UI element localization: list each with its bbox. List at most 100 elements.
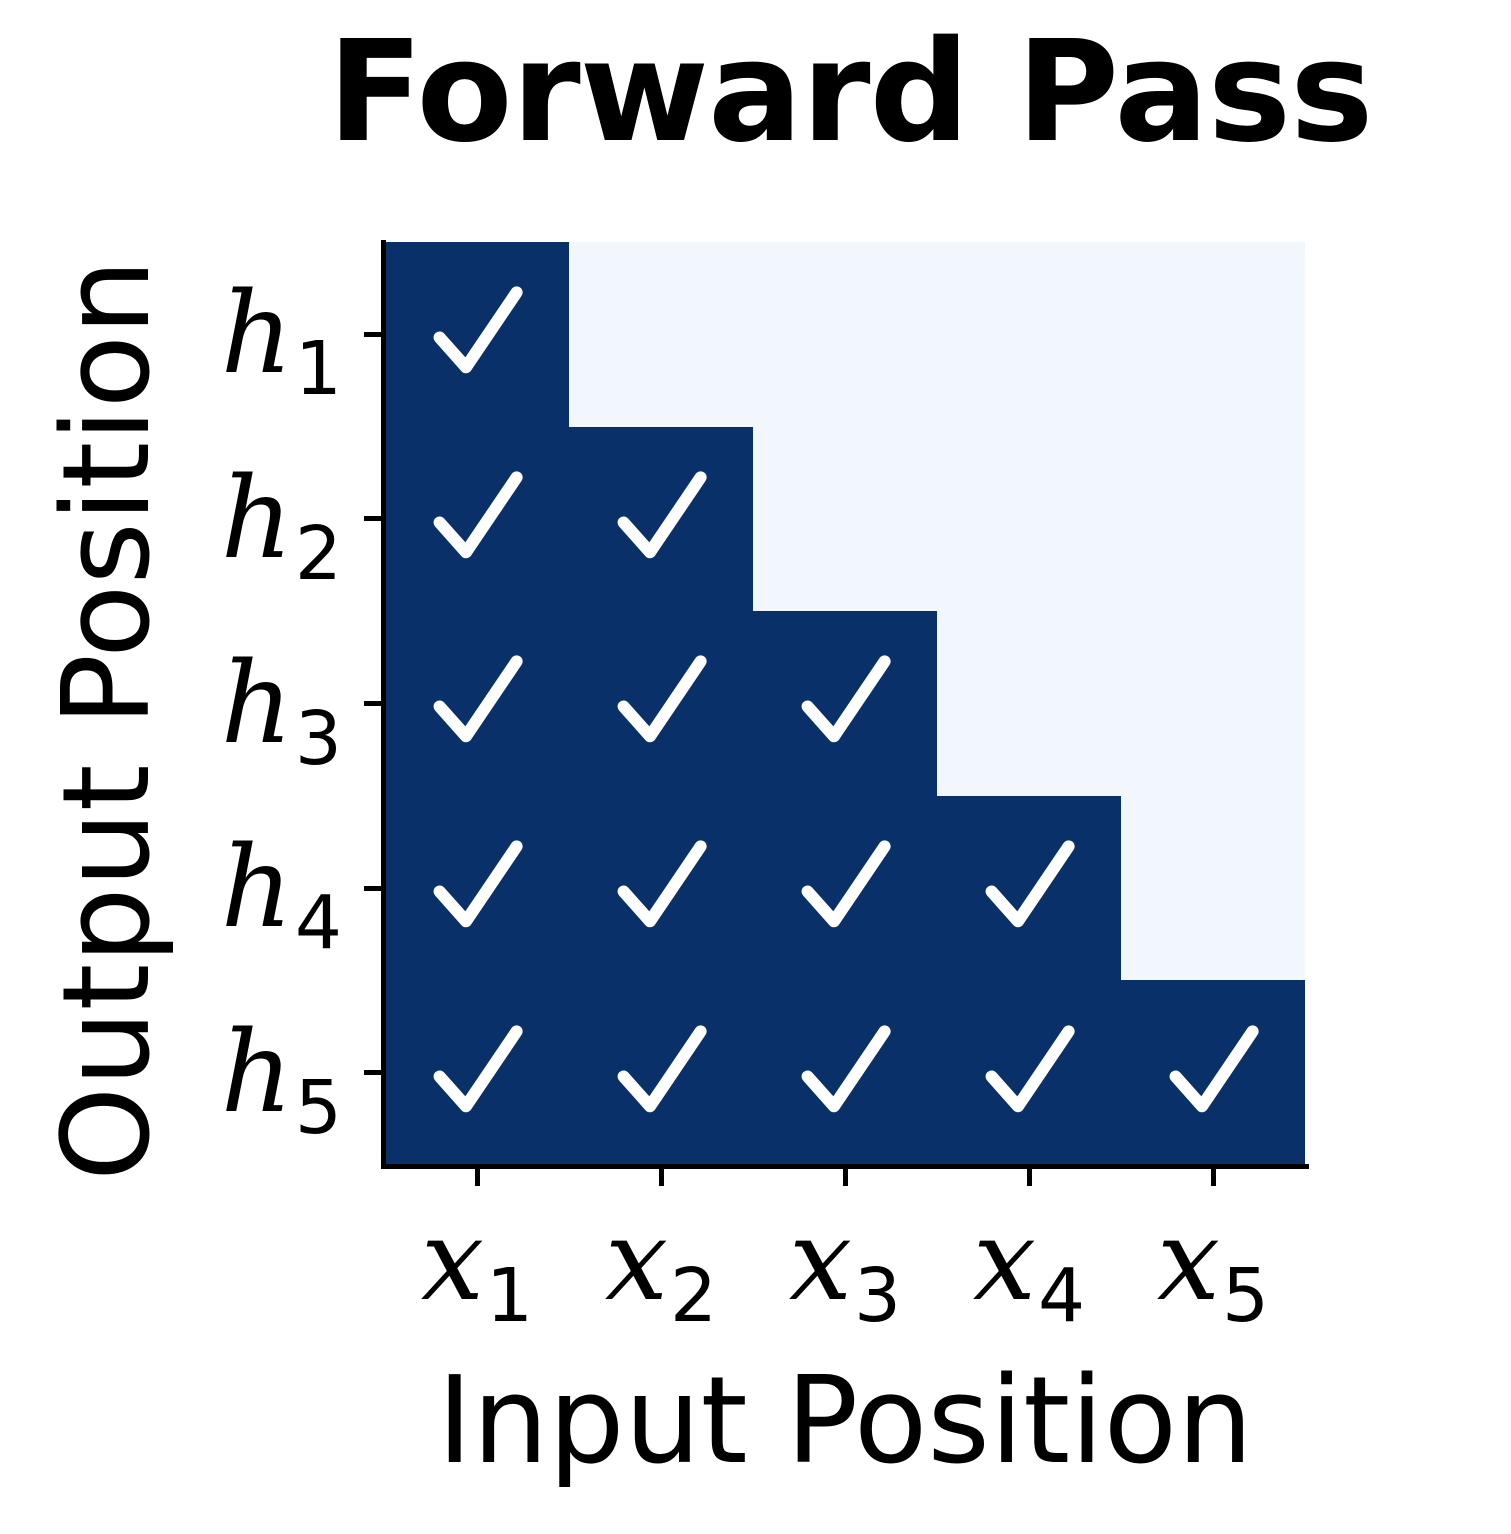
y-tick-label-2-base: h [220,453,293,584]
check-mark-icon [422,277,532,387]
check-mark-icon [422,831,532,941]
y-tick-label-4-subscript: 4 [294,880,342,967]
x-axis-label: Input Position [436,1352,1254,1491]
check-mark-icon [1158,1016,1268,1126]
heatmap-cell-h2-x4 [937,426,1121,612]
y-tick-label-5-base: h [220,1007,293,1138]
x-tick-label-1-text: x1 [420,1196,533,1339]
y-tick-5 [364,1070,382,1076]
heatmap-row [385,611,1305,796]
x-tick-label-4-subscript: 4 [1038,1253,1086,1340]
heatmap-row [385,426,1305,612]
heatmap-cell-h3-x5 [1121,611,1305,796]
y-tick-label-3-base: h [220,638,293,769]
x-tick-label-1: x1 [385,1196,569,1339]
x-tick-3 [842,1169,848,1186]
check-mark-icon [790,1016,900,1126]
heatmap-cell-h5-x5 [1121,980,1305,1165]
heatmap-cell-h3-x2 [569,611,753,796]
y-tick-label-2: h2 [160,453,356,597]
heatmap-cell-h2-x5 [1121,426,1305,612]
x-tick-2 [658,1169,664,1186]
x-axis-spine [381,1164,1309,1169]
y-tick-label-2-text: h2 [220,453,342,597]
x-tick-label-4-text: x4 [972,1196,1085,1339]
y-tick-label-2-subscript: 2 [294,511,342,598]
x-tick-5 [1210,1169,1216,1186]
check-mark-icon [606,1016,716,1126]
heatmap-cell-h4-x3 [753,795,937,981]
heatmap-row [385,242,1305,427]
heatmap-row [385,795,1305,981]
y-tick-label-4-base: h [220,823,293,954]
x-tick-label-4-base: x [972,1196,1037,1326]
check-mark-icon [606,831,716,941]
check-mark-icon [422,646,532,756]
check-mark-icon [606,462,716,572]
y-tick-2 [364,516,382,522]
heatmap-cell-h1-x2 [569,242,753,427]
heatmap-cell-h5-x3 [753,980,937,1165]
x-tick-label-4: x4 [937,1196,1121,1339]
heatmap-cell-h1-x3 [753,242,937,427]
y-tick-label-1-subscript: 1 [294,326,342,413]
heatmap-cell-h4-x1 [385,795,569,981]
heatmap-cell-h4-x5 [1121,795,1305,981]
x-tick-4 [1026,1169,1032,1186]
x-tick-1 [474,1169,480,1186]
y-tick-3 [364,701,382,706]
heatmap-cell-h5-x2 [569,980,753,1165]
heatmap-cell-h3-x3 [753,611,937,796]
x-tick-label-2-subscript: 2 [670,1253,718,1340]
y-tick-label-4-text: h4 [220,823,342,966]
y-tick-label-5-subscript: 5 [294,1064,342,1151]
heatmap-cell-h5-x1 [385,980,569,1165]
heatmap-cell-h4-x2 [569,795,753,981]
y-tick-label-3-subscript: 3 [294,695,342,782]
x-tick-label-3-base: x [788,1196,853,1326]
check-mark-icon [790,831,900,941]
x-tick-label-5: x5 [1121,1196,1305,1339]
check-mark-icon [974,1016,1084,1126]
heatmap-plot-area [385,242,1305,1165]
heatmap-cell-h2-x3 [753,426,937,612]
heatmap-cell-h3-x4 [937,611,1121,796]
x-tick-label-2-text: x2 [604,1196,717,1339]
heatmap-cell-h2-x2 [569,426,753,612]
heatmap-cell-h2-x1 [385,426,569,612]
y-tick-label-1-text: h1 [220,269,342,412]
x-tick-label-3: x3 [753,1196,937,1339]
x-tick-label-1-base: x [420,1196,485,1326]
x-tick-label-2-base: x [604,1196,669,1326]
heatmap-cell-h1-x4 [937,242,1121,427]
y-tick-label-1-base: h [220,269,293,400]
heatmap-row [385,980,1305,1165]
heatmap-cell-h3-x1 [385,611,569,796]
x-tick-label-5-subscript: 5 [1222,1253,1270,1340]
x-tick-label-5-text: x5 [1156,1196,1269,1339]
heatmap-cell-h1-x1 [385,242,569,427]
page-title: Forward Pass [327,11,1374,174]
x-tick-label-3-text: x3 [788,1196,901,1339]
y-tick-4 [364,885,382,891]
y-tick-label-5-text: h5 [220,1007,342,1151]
y-tick-label-3-text: h3 [220,638,342,782]
y-tick-label-3: h3 [160,638,356,782]
check-mark-icon [606,646,716,756]
check-mark-icon [422,462,532,572]
x-tick-label-5-base: x [1156,1196,1221,1326]
check-mark-icon [422,1016,532,1126]
y-tick-1 [364,331,382,337]
y-tick-label-5: h5 [160,1007,356,1151]
heatmap-cell-h1-x5 [1121,242,1305,427]
x-tick-label-1-subscript: 1 [486,1253,534,1340]
x-tick-label-2: x2 [569,1196,753,1339]
check-mark-icon [790,646,900,756]
y-tick-label-1: h1 [160,269,356,412]
heatmap-cell-h4-x4 [937,795,1121,981]
x-tick-label-3-subscript: 3 [854,1253,902,1340]
y-tick-label-4: h4 [160,823,356,966]
check-mark-icon [974,831,1084,941]
heatmap-cell-h5-x4 [937,980,1121,1165]
y-axis-spine [381,240,386,1169]
